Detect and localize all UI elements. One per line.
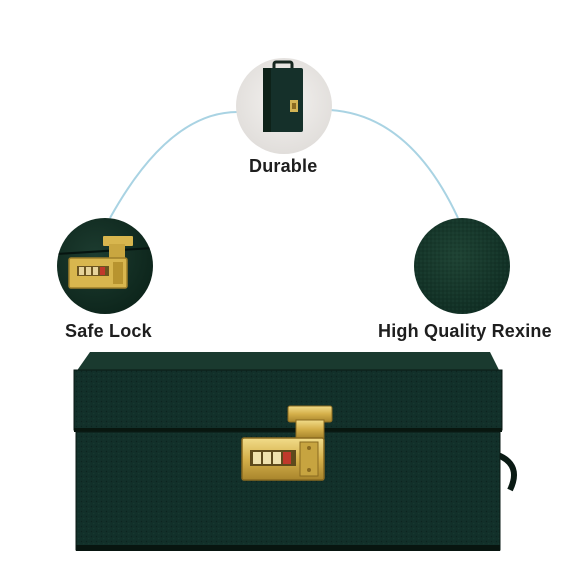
- briefcase-icon: [263, 60, 303, 132]
- jewelry-box-image: [73, 352, 517, 551]
- rexine-texture-icon: [414, 218, 510, 314]
- durable-feature-image: [236, 58, 332, 154]
- safe-lock-label: Safe Lock: [65, 321, 152, 341]
- durable-label: Durable: [249, 156, 318, 176]
- combination-lock-icon: [57, 236, 153, 289]
- safe-lock-feature-image: [57, 218, 153, 314]
- rexine-label: High Quality Rexine: [378, 321, 552, 341]
- rexine-feature-image: [414, 218, 510, 314]
